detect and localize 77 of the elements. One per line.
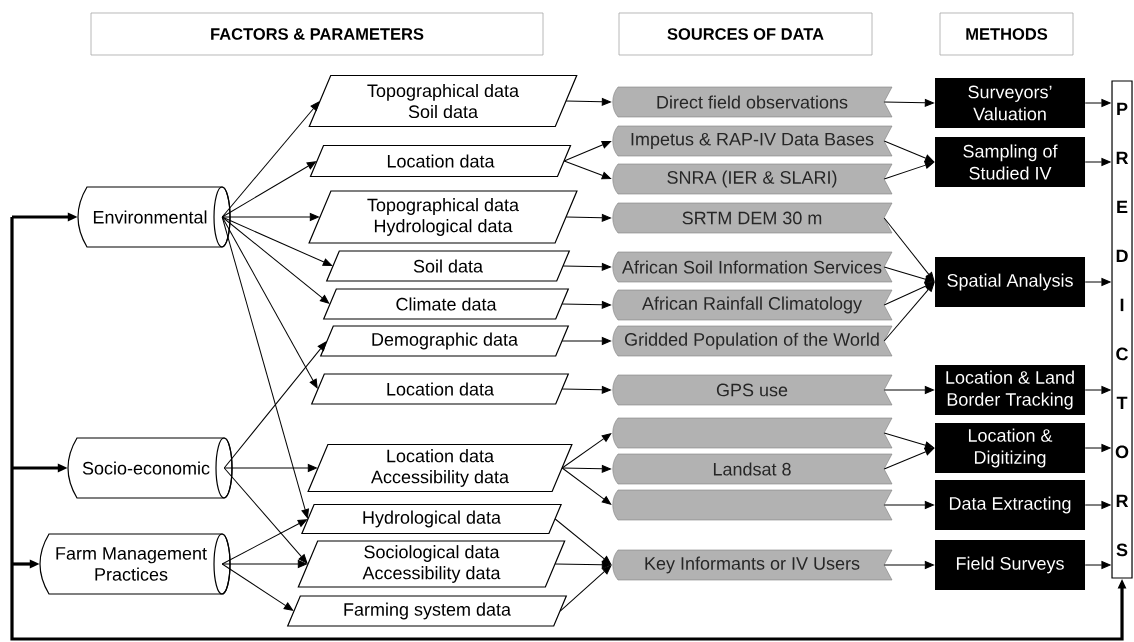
arrow: [221, 216, 330, 304]
arrow: [563, 141, 612, 162]
parameter-box: Location data: [309, 144, 572, 178]
source-banner: Gridded Population of the World: [612, 325, 893, 357]
header-box: SOURCES OF DATA: [618, 12, 873, 56]
method-box: Data Extracting: [935, 480, 1085, 530]
arrow: [561, 385, 611, 394]
arrow: [221, 161, 317, 218]
arrow: [883, 217, 935, 282]
arrow: [1084, 99, 1111, 107]
arrow: [554, 560, 611, 569]
source-banner: Landsat 8: [612, 453, 893, 485]
arrow: [1084, 158, 1111, 166]
arrow: [1084, 386, 1111, 394]
parameter-box: Topographical data Soil data: [308, 74, 578, 128]
source-banner: [612, 489, 893, 521]
parameter-box: Location data Accessibility data: [307, 443, 573, 493]
arrow: [1084, 278, 1111, 286]
arrow: [221, 560, 307, 568]
method-box: Surveyors’ Valuation: [935, 78, 1085, 128]
source-banner: GPS use: [612, 374, 893, 406]
parameter-box: Sociological data Accessibility data: [297, 540, 566, 588]
arrow: [221, 216, 318, 389]
arrow: [561, 464, 611, 473]
arrow: [561, 337, 611, 345]
arrow: [565, 97, 611, 106]
method-box: Spatial Analysis: [935, 257, 1085, 307]
arrow: [561, 467, 612, 505]
arrow: [883, 161, 935, 180]
factor-cylinder: Farm Management Practices: [39, 533, 231, 595]
arrow: [883, 266, 935, 284]
arrow: [883, 432, 935, 450]
arrow: [221, 563, 294, 611]
arrow: [883, 386, 934, 394]
arrow: [223, 464, 317, 472]
source-banner: [612, 417, 893, 449]
arrow: [883, 448, 935, 470]
arrow: [883, 561, 934, 569]
arrow: [221, 213, 319, 221]
method-box: Field Surveys: [935, 540, 1085, 590]
arrow: [883, 98, 934, 107]
factor-cylinder: Environmental: [77, 186, 231, 248]
arrow: [221, 216, 309, 519]
arrow: [561, 300, 611, 309]
arrow: [883, 501, 934, 509]
source-banner: Impetus & RAP-IV Data Bases: [612, 125, 893, 157]
arrow: [554, 518, 612, 565]
arrow: [223, 341, 327, 469]
source-banner: SNRA (IER & SLARI): [612, 163, 893, 195]
source-banner: Direct field observations: [612, 86, 893, 118]
arrow: [221, 216, 333, 266]
arrow: [562, 262, 611, 271]
arrow: [221, 101, 320, 218]
method-box: Location & Land Border Tracking: [935, 365, 1085, 415]
arrow: [563, 160, 612, 180]
source-banner: African Rainfall Climatology: [612, 289, 893, 321]
parameter-box: Hydrological data: [301, 503, 562, 535]
arrow: [1084, 444, 1111, 452]
arrow: [1084, 501, 1111, 509]
arrow: [565, 213, 611, 222]
arrow: [561, 433, 612, 469]
arrow: [1084, 561, 1111, 569]
arrow: [223, 467, 308, 564]
arrow: [559, 565, 612, 612]
source-banner: SRTM DEM 30 m: [612, 202, 893, 234]
method-box: Location & Digitizing: [935, 423, 1085, 473]
predictors-box: PREDICTORS: [1111, 80, 1133, 579]
arrow: [883, 140, 935, 162]
arrow: [221, 519, 308, 565]
method-box: Sampling of Studied IV: [935, 137, 1085, 187]
factor-cylinder: Socio-economic: [67, 437, 233, 499]
header-box: METHODS: [939, 12, 1074, 56]
arrow: [883, 282, 935, 342]
source-banner: Key Informants or IV Users: [612, 549, 893, 581]
header-box: FACTORS & PARAMETERS: [90, 12, 544, 56]
source-banner: African Soil Information Services: [612, 251, 893, 283]
parameter-box: Topographical data Hydrological data: [308, 190, 578, 244]
